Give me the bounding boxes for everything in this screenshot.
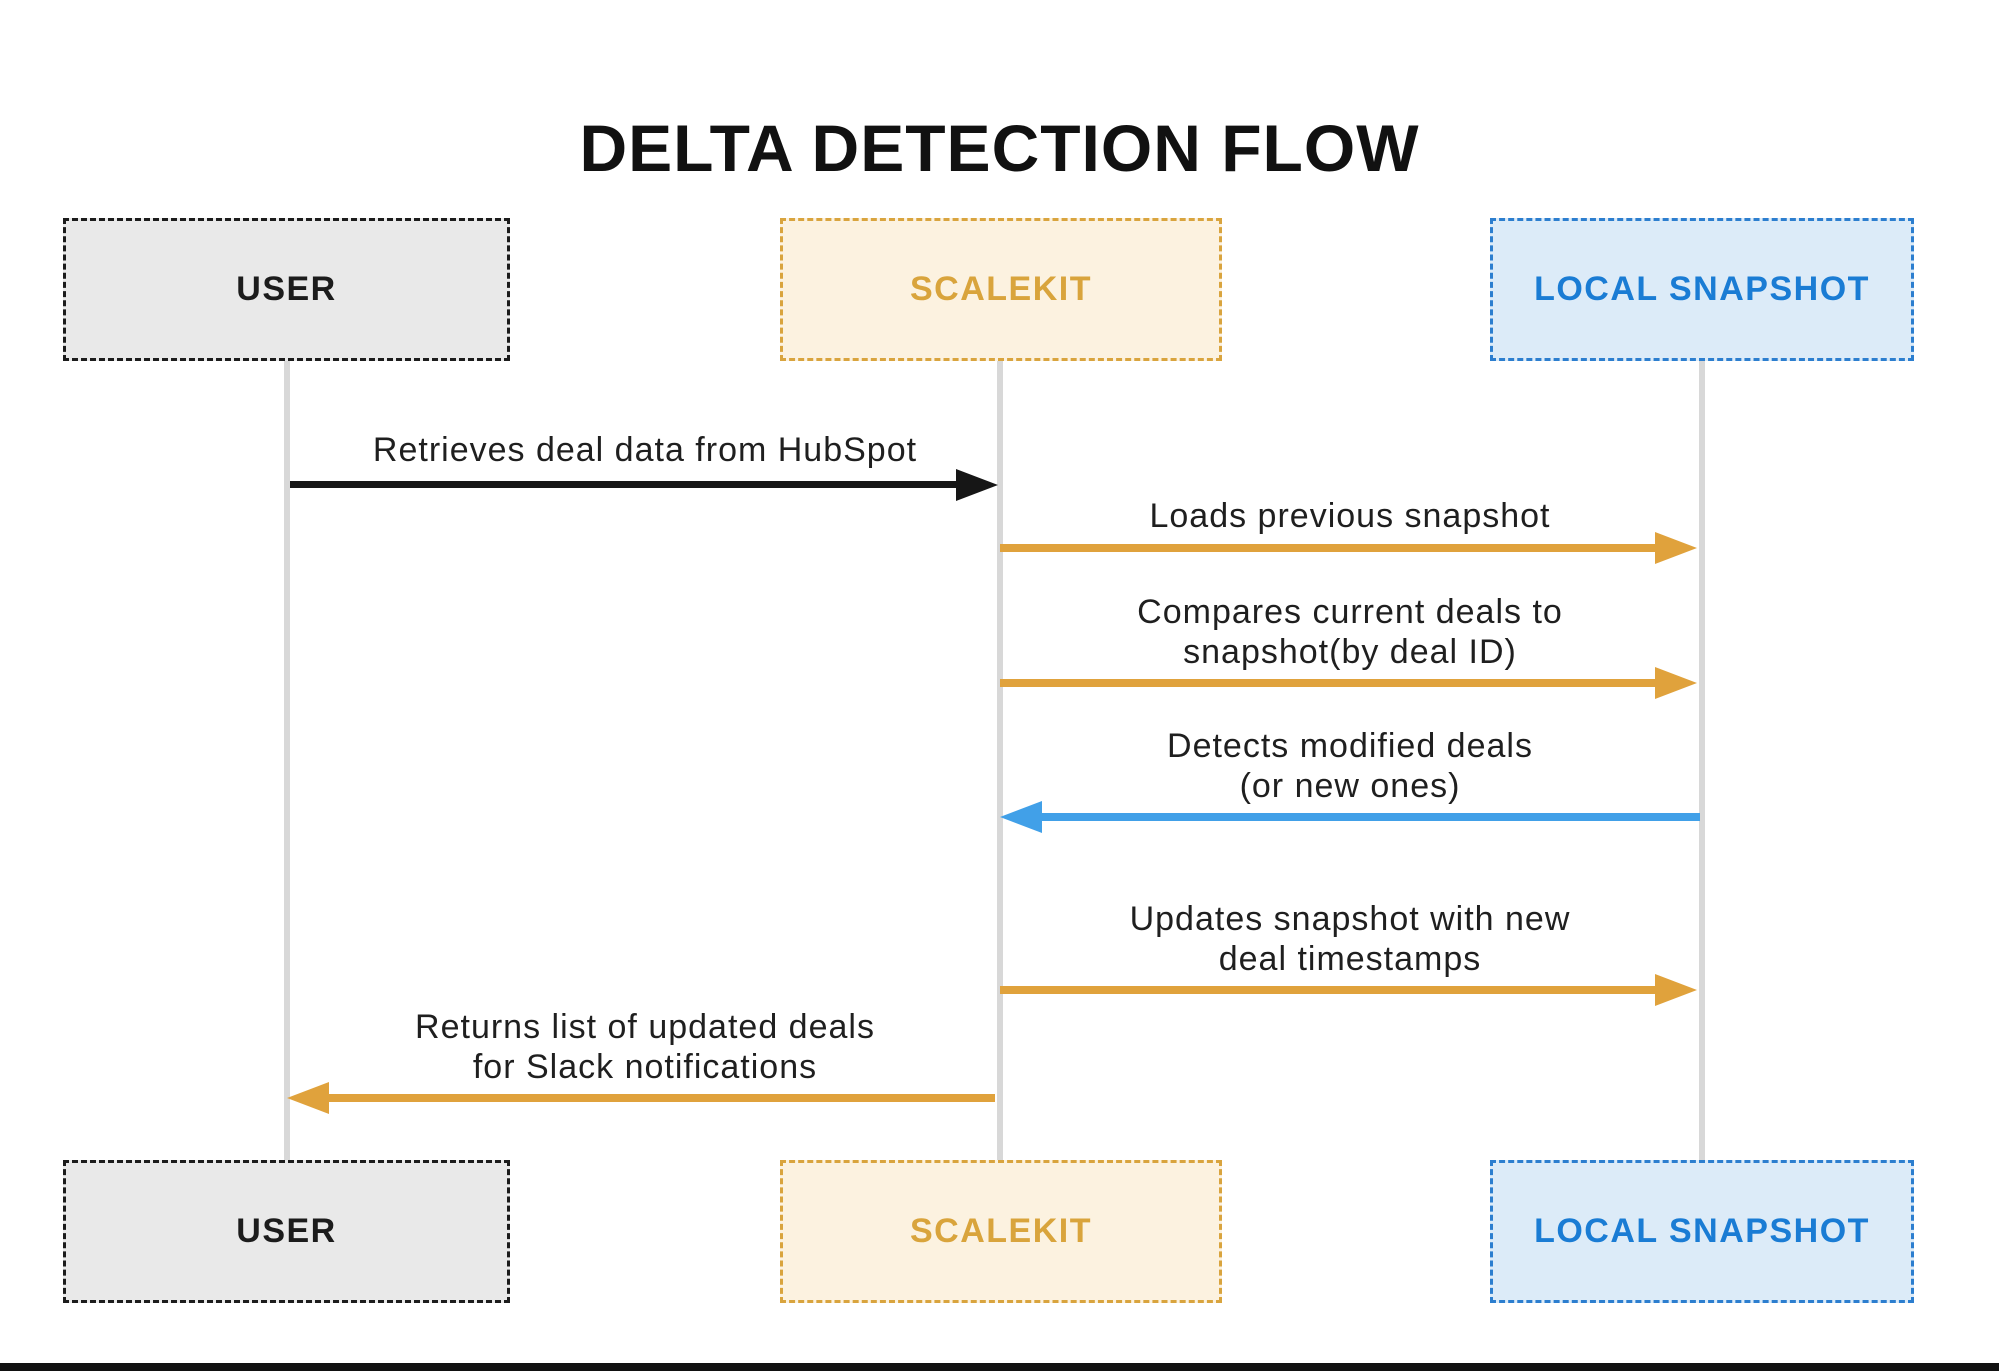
arrowhead-right-icon bbox=[1655, 667, 1697, 699]
message-arrow-line-3 bbox=[1000, 679, 1657, 687]
message-label-detects-modified-deals: Detects modified deals (or new ones) bbox=[1000, 726, 1700, 806]
arrowhead-right-icon bbox=[956, 469, 998, 501]
message-line-text: snapshot(by deal ID) bbox=[1183, 633, 1517, 671]
bottom-edge-bar bbox=[0, 1363, 1999, 1371]
actor-box-local-snapshot-top: LOCAL SNAPSHOT bbox=[1490, 218, 1914, 361]
actor-label-scalekit-top: SCALEKIT bbox=[910, 270, 1092, 308]
message-line-text: for Slack notifications bbox=[472, 1048, 818, 1086]
message-arrow-line-6 bbox=[329, 1094, 995, 1102]
message-line-text: Returns list of updated deals bbox=[415, 1008, 875, 1046]
message-label-retrieves-deal-data: Retrieves deal data from HubSpot bbox=[250, 430, 1040, 470]
user-lifeline bbox=[284, 361, 290, 1160]
message-line-text: Detects modified deals bbox=[1167, 727, 1533, 765]
scalekit-lifeline bbox=[997, 361, 1003, 1160]
actor-box-scalekit-bottom: SCALEKIT bbox=[780, 1160, 1222, 1303]
local-snapshot-lifeline bbox=[1699, 361, 1705, 1160]
message-line-text: Updates snapshot with new bbox=[1129, 900, 1571, 938]
message-arrow-line-2 bbox=[1000, 544, 1657, 552]
message-label-updates-snapshot: Updates snapshot with new deal timestamp… bbox=[1000, 899, 1700, 979]
actor-box-user-bottom: USER bbox=[63, 1160, 510, 1303]
actor-label-user-bottom: USER bbox=[236, 1212, 337, 1250]
message-line-text: (or new ones) bbox=[1239, 767, 1461, 805]
arrowhead-right-icon bbox=[1655, 974, 1697, 1006]
actor-label-user-top: USER bbox=[236, 270, 337, 308]
actor-label-local-snapshot-top: LOCAL SNAPSHOT bbox=[1534, 270, 1870, 308]
actor-box-user-top: USER bbox=[63, 218, 510, 361]
actor-box-local-snapshot-bottom: LOCAL SNAPSHOT bbox=[1490, 1160, 1914, 1303]
arrowhead-right-icon bbox=[1655, 532, 1697, 564]
actor-label-local-snapshot-bottom: LOCAL SNAPSHOT bbox=[1534, 1212, 1870, 1250]
message-label-compares-current-deals: Compares current deals to snapshot(by de… bbox=[1000, 592, 1700, 672]
message-line-text: Compares current deals to bbox=[1137, 593, 1563, 631]
message-line-text: Retrieves deal data from HubSpot bbox=[372, 431, 918, 469]
message-line-text: Loads previous snapshot bbox=[1149, 497, 1551, 535]
message-arrow-line-4 bbox=[1040, 813, 1700, 821]
arrowhead-left-icon bbox=[1000, 801, 1042, 833]
actor-label-scalekit-bottom: SCALEKIT bbox=[910, 1212, 1092, 1250]
message-arrow-line-1 bbox=[290, 481, 960, 488]
message-line-text: deal timestamps bbox=[1218, 940, 1482, 978]
message-label-returns-updated-deals: Returns list of updated deals for Slack … bbox=[250, 1007, 1040, 1087]
actor-box-scalekit-top: SCALEKIT bbox=[780, 218, 1222, 361]
message-arrow-line-5 bbox=[1000, 986, 1657, 994]
diagram-title: DELTA DETECTION FLOW bbox=[579, 111, 1420, 185]
arrowhead-left-icon bbox=[287, 1082, 329, 1114]
message-label-loads-previous-snapshot: Loads previous snapshot bbox=[1000, 496, 1700, 536]
